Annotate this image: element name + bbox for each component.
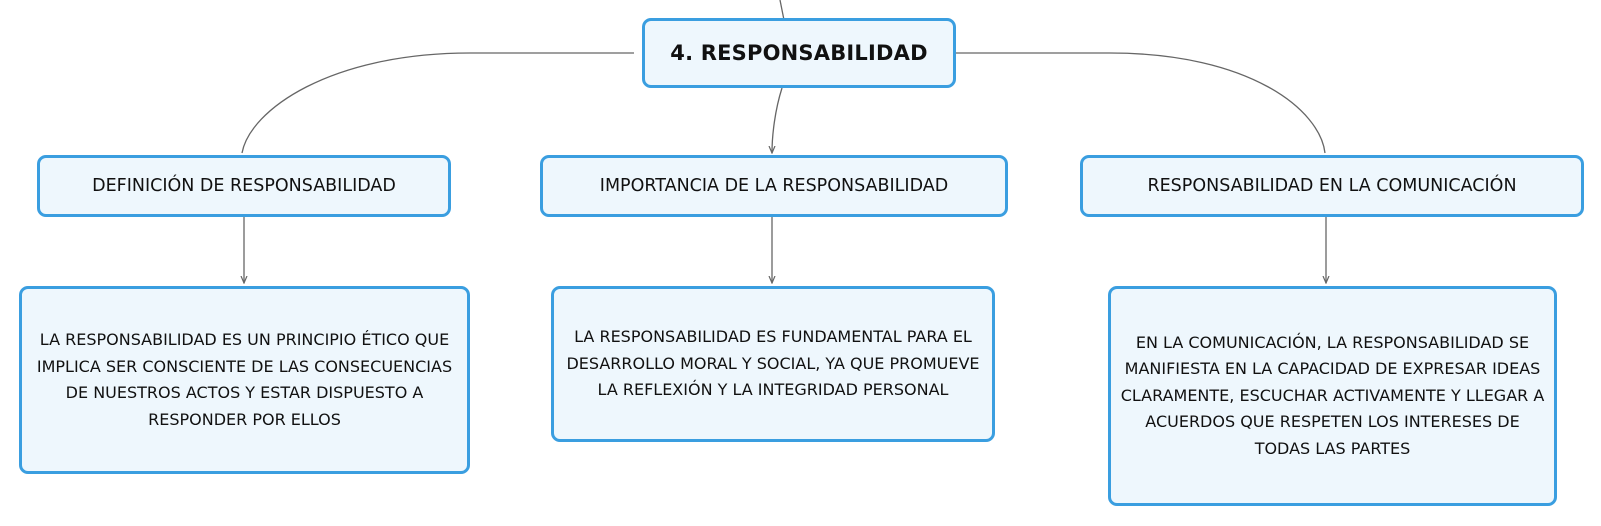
- topic-node-label: RESPONSABILIDAD EN LA COMUNICACIÓN: [1147, 176, 1517, 196]
- detail-node-text: EN LA COMUNICACIÓN, LA RESPONSABILIDAD S…: [1120, 332, 1545, 458]
- connector-root-to-comunicacion: [956, 52, 1326, 154]
- detail-node-importancia[interactable]: LA RESPONSABILIDAD ES FUNDAMENTAL PARA E…: [551, 286, 995, 442]
- root-node-label: 4. RESPONSABILIDAD: [670, 41, 928, 65]
- topic-node-definicion[interactable]: DEFINICIÓN DE RESPONSABILIDAD: [37, 155, 451, 217]
- connector-root-to-importancia: [772, 87, 783, 153]
- root-node[interactable]: 4. RESPONSABILIDAD: [642, 18, 956, 88]
- topic-node-importancia[interactable]: IMPORTANCIA DE LA RESPONSABILIDAD: [540, 155, 1008, 217]
- detail-node-comunicacion[interactable]: EN LA COMUNICACIÓN, LA RESPONSABILIDAD S…: [1108, 286, 1557, 506]
- connector-parent-to-root: [779, 0, 785, 21]
- detail-node-definicion[interactable]: LA RESPONSABILIDAD ES UN PRINCIPIO ÉTICO…: [19, 286, 470, 474]
- topic-node-label: DEFINICIÓN DE RESPONSABILIDAD: [92, 176, 396, 196]
- topic-node-comunicacion[interactable]: RESPONSABILIDAD EN LA COMUNICACIÓN: [1080, 155, 1584, 217]
- detail-node-text: LA RESPONSABILIDAD ES UN PRINCIPIO ÉTICO…: [36, 330, 453, 429]
- connector-root-to-definicion: [241, 52, 634, 154]
- topic-node-label: IMPORTANCIA DE LA RESPONSABILIDAD: [599, 176, 949, 196]
- detail-node-text: LA RESPONSABILIDAD ES FUNDAMENTAL PARA E…: [566, 327, 980, 400]
